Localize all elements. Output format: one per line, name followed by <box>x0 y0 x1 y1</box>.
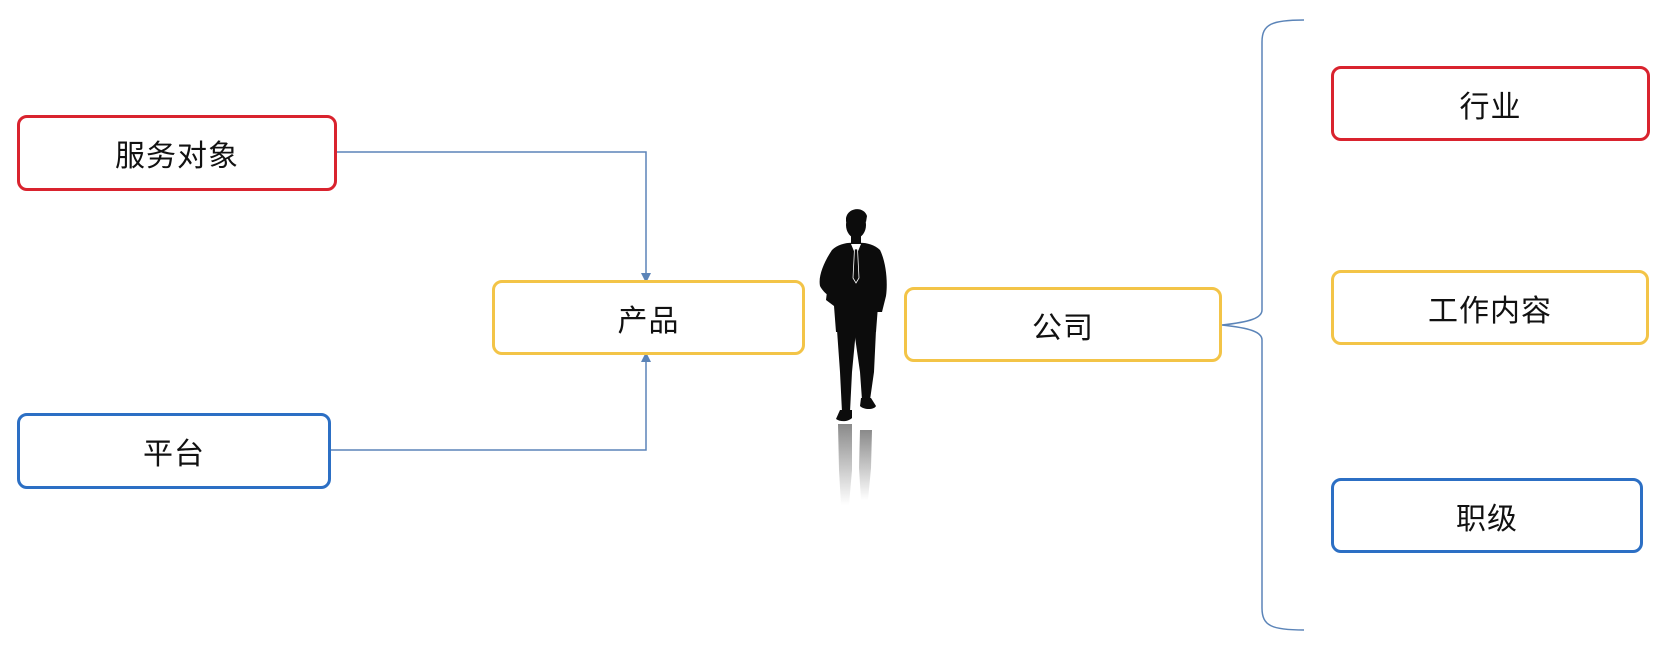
node-platform-label: 平台 <box>143 437 205 472</box>
node-company-label: 公司 <box>1032 310 1094 346</box>
node-job-level-label: 职级 <box>1456 501 1518 537</box>
businessman-silhouette-icon <box>819 209 887 505</box>
node-platform: 平台 <box>17 413 331 489</box>
node-product-label: 产品 <box>617 303 680 339</box>
company-brace <box>1221 19 1305 631</box>
node-product: 产品 <box>492 280 805 355</box>
connector-service-to-product <box>337 151 651 283</box>
node-work-content-label: 工作内容 <box>1428 293 1552 329</box>
node-company: 公司 <box>904 287 1222 362</box>
node-work-content: 工作内容 <box>1331 270 1649 345</box>
connector-platform-to-product <box>331 352 651 451</box>
node-job-level: 职级 <box>1331 478 1643 553</box>
node-service-target-label: 服务对象 <box>115 139 239 174</box>
node-industry-label: 行业 <box>1459 89 1522 125</box>
node-industry: 行业 <box>1331 66 1650 141</box>
node-service-target: 服务对象 <box>17 115 337 191</box>
